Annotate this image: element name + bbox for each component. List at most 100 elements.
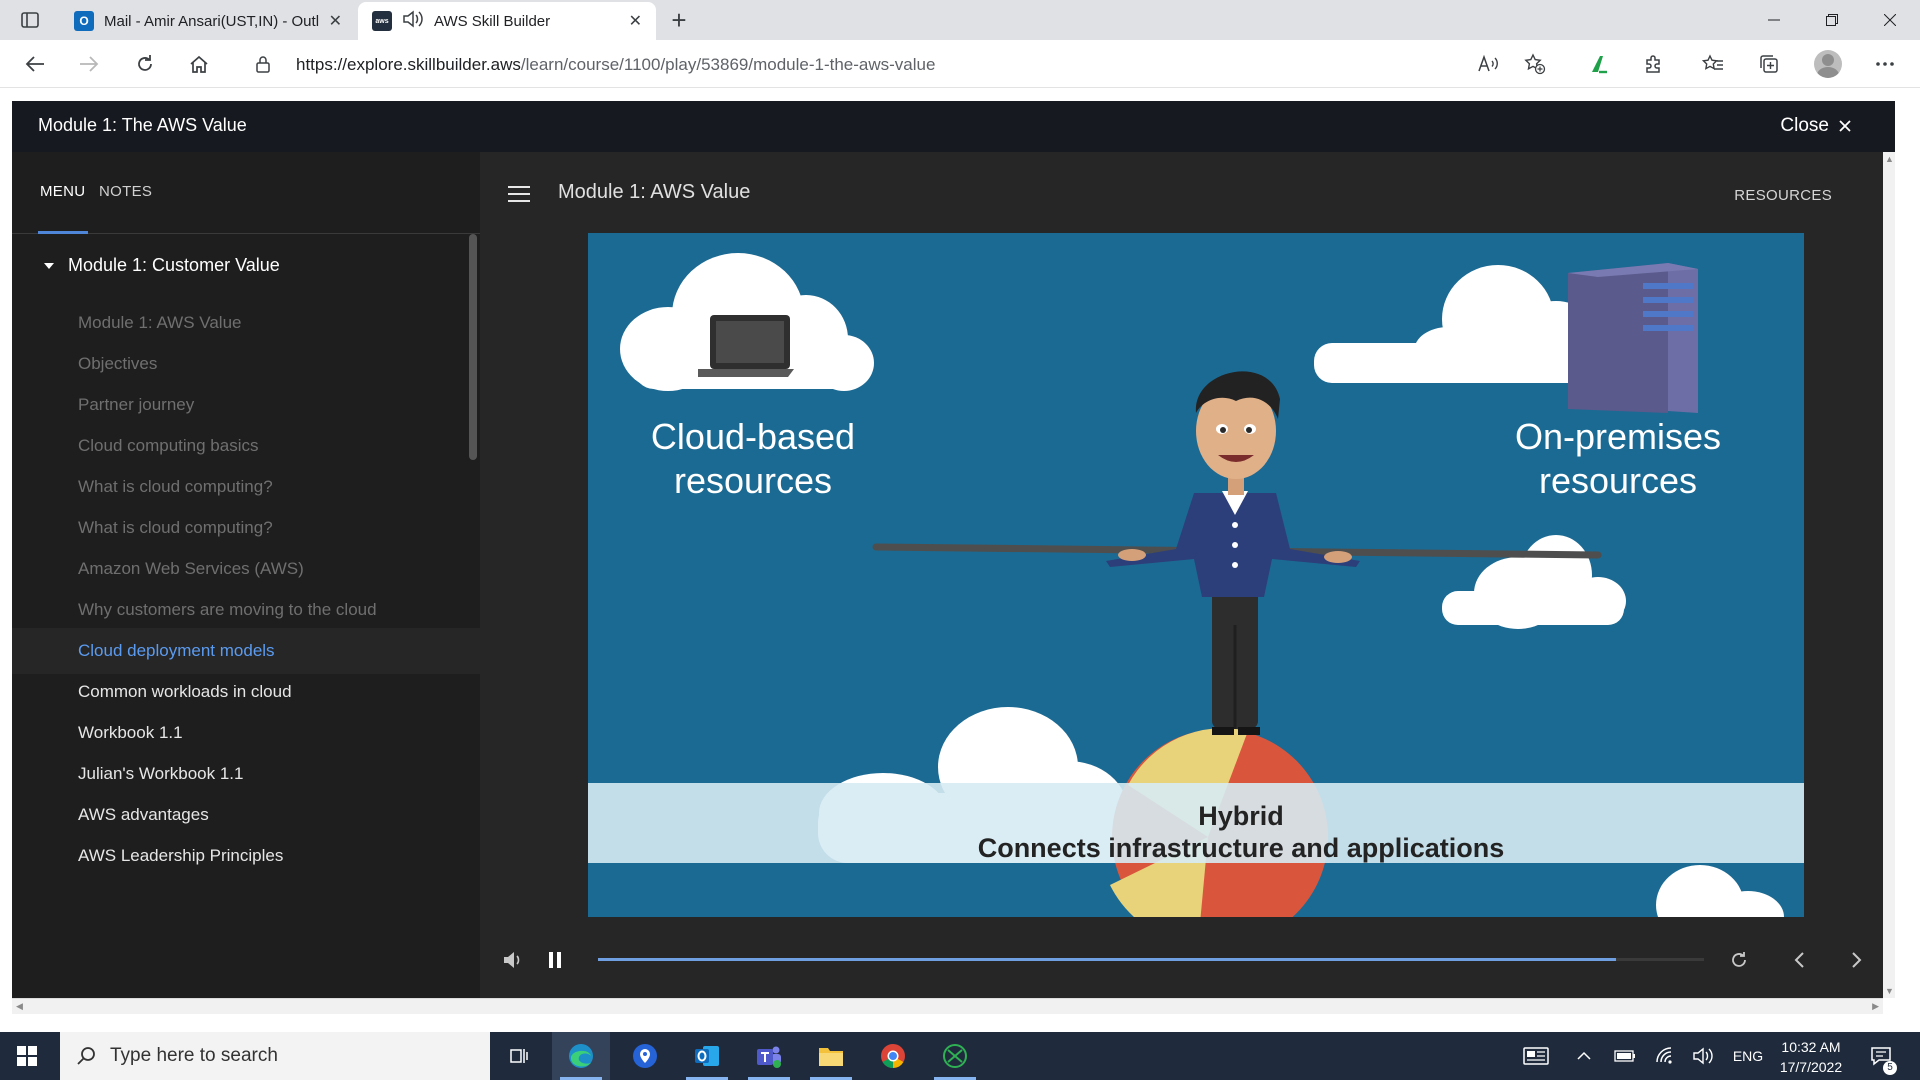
sidebar-scrollbar[interactable]: [469, 234, 477, 460]
pause-icon[interactable]: [542, 947, 568, 973]
address-bar[interactable]: https://explore.skillbuilder.aws/learn/c…: [236, 45, 1536, 83]
next-icon[interactable]: [1844, 947, 1870, 973]
chrome-icon[interactable]: [864, 1032, 922, 1080]
task-view-icon[interactable]: [490, 1032, 548, 1080]
notification-count-badge: 5: [1883, 1061, 1897, 1075]
close-tab-icon[interactable]: ✕: [328, 13, 342, 30]
battery-icon[interactable]: [1612, 1032, 1638, 1080]
lesson-label: Julian's Workbook 1.1: [78, 764, 244, 783]
module-heading[interactable]: Module 1: Customer Value: [32, 255, 280, 276]
taskbar-search[interactable]: Type here to search: [60, 1032, 490, 1080]
url-text[interactable]: https://explore.skillbuilder.aws/learn/c…: [296, 55, 935, 75]
tab-notes[interactable]: NOTES: [99, 183, 153, 200]
new-tab-button[interactable]: +: [671, 5, 687, 35]
refresh-icon[interactable]: [128, 48, 162, 80]
video-frame[interactable]: Cloud-based resources On-premises resour…: [588, 233, 1804, 917]
read-aloud-icon[interactable]: [1472, 48, 1506, 80]
restore-icon[interactable]: [1804, 0, 1860, 40]
replay-icon[interactable]: [1726, 947, 1752, 973]
lesson-label: Workbook 1.1: [78, 723, 183, 742]
back-arrow-icon[interactable]: [18, 48, 52, 80]
collections-icon[interactable]: [1752, 48, 1786, 80]
speaker-icon[interactable]: [402, 9, 424, 33]
active-tab-indicator: [38, 231, 88, 234]
resources-button[interactable]: RESOURCES: [1734, 187, 1832, 204]
windows-start-icon[interactable]: [17, 1046, 37, 1066]
lesson-item[interactable]: Julian's Workbook 1.1: [12, 751, 480, 797]
lesson-label: Partner journey: [78, 395, 195, 414]
volume-tray-icon[interactable]: [1690, 1032, 1716, 1080]
player-header: Module 1: The AWS Value Close: [12, 101, 1895, 152]
browser-toolbar: https://explore.skillbuilder.aws/learn/c…: [0, 40, 1920, 88]
favorites-icon[interactable]: [1696, 48, 1730, 80]
lock-icon[interactable]: [256, 55, 270, 78]
lesson-item[interactable]: Amazon Web Services (AWS): [12, 546, 480, 592]
wifi-icon[interactable]: [1652, 1032, 1678, 1080]
lesson-item[interactable]: Partner journey: [12, 382, 480, 428]
slide-label-onprem-line1: On-premises: [1514, 416, 1722, 457]
tab-outlook-mail[interactable]: O Mail - Amir Ansari(UST,IN) - Outl ✕: [60, 2, 356, 40]
lesson-item[interactable]: What is cloud computing?: [12, 464, 480, 510]
close-player-button[interactable]: Close: [1780, 115, 1851, 137]
tab-menu[interactable]: MENU: [40, 183, 86, 200]
lesson-item[interactable]: Module 1: AWS Value: [12, 300, 480, 346]
scroll-down-icon[interactable]: ▼: [1885, 986, 1894, 996]
lesson-label: Cloud computing basics: [78, 436, 259, 455]
teams-icon[interactable]: [740, 1032, 798, 1080]
xbox-app-icon[interactable]: [926, 1032, 984, 1080]
more-options-icon[interactable]: [1868, 48, 1902, 80]
lesson-label: Common workloads in cloud: [78, 682, 292, 701]
language-indicator[interactable]: ENG: [1732, 1048, 1764, 1064]
news-widget-icon[interactable]: [1518, 1032, 1554, 1080]
page-vertical-scrollbar[interactable]: ▲ ▼: [1883, 152, 1895, 998]
profile-avatar[interactable]: [1814, 50, 1842, 78]
progress-track[interactable]: [598, 958, 1704, 961]
lesson-item[interactable]: Cloud deployment models: [12, 628, 480, 674]
close-tab-icon[interactable]: ✕: [628, 13, 642, 30]
clock-time: 10:32 AM: [1781, 1039, 1841, 1055]
module-heading-label: Module 1: Customer Value: [68, 255, 280, 275]
lesson-item[interactable]: Why customers are moving to the cloud: [12, 587, 480, 633]
show-hidden-icons[interactable]: [1572, 1032, 1596, 1080]
add-favorite-icon[interactable]: [1518, 48, 1552, 80]
close-icon: [1839, 120, 1851, 132]
scroll-right-icon[interactable]: ▶: [1872, 1001, 1879, 1011]
caption-title: Hybrid: [1198, 801, 1284, 831]
lesson-item[interactable]: Objectives: [12, 341, 480, 387]
lesson-item[interactable]: What is cloud computing?: [12, 505, 480, 551]
lesson-label: What is cloud computing?: [78, 477, 273, 496]
lesson-item[interactable]: Workbook 1.1: [12, 710, 480, 756]
lesson-item[interactable]: Common workloads in cloud: [12, 669, 480, 715]
volume-icon[interactable]: [500, 947, 526, 973]
scroll-left-icon[interactable]: ◀: [16, 1001, 23, 1011]
slide-label-cloud-line1: Cloud-based: [650, 416, 856, 457]
lesson-item[interactable]: AWS Leadership Principles: [12, 833, 480, 879]
system-clock[interactable]: 10:32 AM 17/7/2022: [1770, 1037, 1852, 1077]
caption-band: [588, 783, 1804, 863]
previous-icon[interactable]: [1786, 947, 1812, 973]
notifications-icon[interactable]: [1866, 1032, 1896, 1080]
tab-actions-icon[interactable]: [14, 8, 46, 32]
scroll-up-icon[interactable]: ▲: [1885, 154, 1894, 164]
forward-arrow-icon[interactable]: [72, 48, 106, 80]
grammar-extension-icon[interactable]: [1582, 48, 1616, 80]
page-horizontal-scrollbar[interactable]: ◀ ▶: [12, 998, 1883, 1014]
maps-icon[interactable]: [616, 1032, 674, 1080]
slide-label-onprem-line2: resources: [1538, 460, 1698, 501]
course-sidebar: MENU NOTES Module 1: Customer Value Modu…: [12, 152, 480, 998]
tab-aws-skill-builder[interactable]: aws AWS Skill Builder ✕: [358, 2, 656, 40]
slide-label-cloud-line2: resources: [673, 460, 833, 501]
outlook-app-icon[interactable]: [678, 1032, 736, 1080]
lesson-item[interactable]: Cloud computing basics: [12, 423, 480, 469]
extensions-icon[interactable]: [1636, 48, 1670, 80]
server-icon: [1568, 263, 1698, 413]
lesson-label: Module 1: AWS Value: [78, 313, 242, 332]
lesson-item[interactable]: AWS advantages: [12, 792, 480, 838]
video-controls: [482, 927, 1882, 991]
hamburger-menu-icon[interactable]: [508, 186, 530, 202]
file-explorer-icon[interactable]: [802, 1032, 860, 1080]
home-icon[interactable]: [182, 48, 216, 80]
window-close-icon[interactable]: [1862, 0, 1918, 40]
edge-browser-icon[interactable]: [552, 1032, 610, 1080]
minimize-icon[interactable]: [1746, 0, 1802, 40]
